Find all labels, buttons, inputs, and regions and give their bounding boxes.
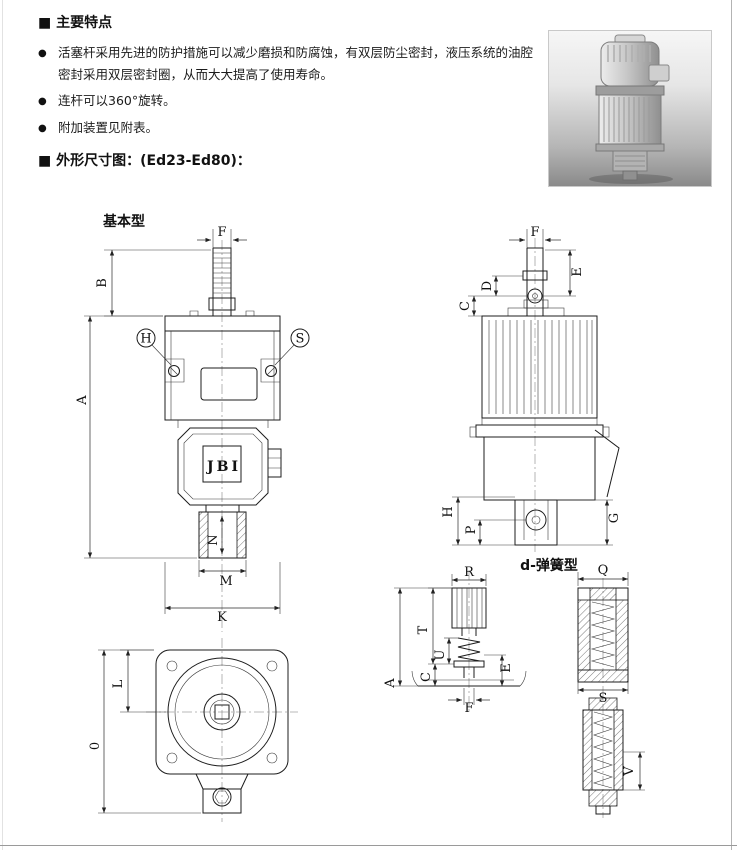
dim-spring-F: F [464,701,473,716]
dim-bottom-L: L [111,679,126,688]
dim-front-A: A [75,395,90,406]
product-photo [548,30,712,187]
dim-front-M: M [219,574,232,589]
side-view-drawing: F E D C [441,225,622,552]
dim-side-E: E [570,267,585,277]
dim-side-P: P [464,525,479,534]
bullet-icon: ● [38,122,47,134]
thruster-illustration [589,34,673,184]
bottom-view-drawing: L 0 [88,638,298,822]
dim-side-G: G [607,513,622,523]
feature-text: 活塞杆采用先进的防护措施可以减少磨损和防腐蚀，有双层防尘密封，液压系统的油腔密封… [58,45,534,82]
dim-bottom-O: 0 [88,742,103,750]
feature-text: 附加装置见附表。 [58,119,159,135]
dim-spring-Q: Q [598,563,609,578]
dim-spring-C: C [419,672,434,682]
dim-spring-A: A [383,678,398,689]
dim-front-B: B [95,278,110,288]
spring-side-drawing: d-弹簧型 R T U [383,557,578,716]
dim-spring-S: S [599,691,608,706]
dim-side-H: H [441,506,456,517]
dim-spring-U: U [433,649,448,660]
dim-side-F: F [530,225,539,240]
balloon-S: S [296,332,305,347]
dim-spring-E: E [499,663,514,673]
dim-spring-V: V [622,766,637,777]
balloon-H: H [140,332,151,347]
dim-side-D: D [480,281,495,291]
brand-text: JBI [205,459,241,475]
bullet-icon: ● [38,48,47,59]
spring-section-drawing: Q S V [577,563,645,818]
spring-type-label: d-弹簧型 [520,557,578,574]
dim-spring-R: R [464,565,475,580]
features-section: ■ 主要特点 ● 活塞杆采用先进的防护措施可以减少磨损和防腐蚀，有双层防尘密封，… [38,12,538,143]
page-border-right [731,0,732,850]
dim-front-N: N [206,534,221,545]
dimensions-heading: ■ 外形尺寸图：(Ed23-Ed80)： [38,153,251,169]
feature-text: 连杆可以360°旋转。 [58,93,176,108]
bullet-icon: ● [38,96,47,107]
page-border-bottom [0,845,737,846]
feature-item: ● 活塞杆采用先进的防护措施可以减少磨损和防腐蚀，有双层防尘密封，液压系统的油腔… [38,42,538,85]
feature-item: ● 连杆可以360°旋转。 [38,90,538,112]
basic-type-label: 基本型 [103,213,145,230]
page-border-left [2,0,3,850]
feature-item: ● 附加装置见附表。 [38,117,538,139]
dim-front-K: K [217,610,227,625]
dim-front-F: F [217,225,226,240]
front-view-drawing: 基本型 F B A H S [75,213,310,632]
dim-spring-T: T [416,625,431,634]
features-heading: ■ 主要特点 [38,15,113,31]
dim-side-C: C [458,301,473,311]
